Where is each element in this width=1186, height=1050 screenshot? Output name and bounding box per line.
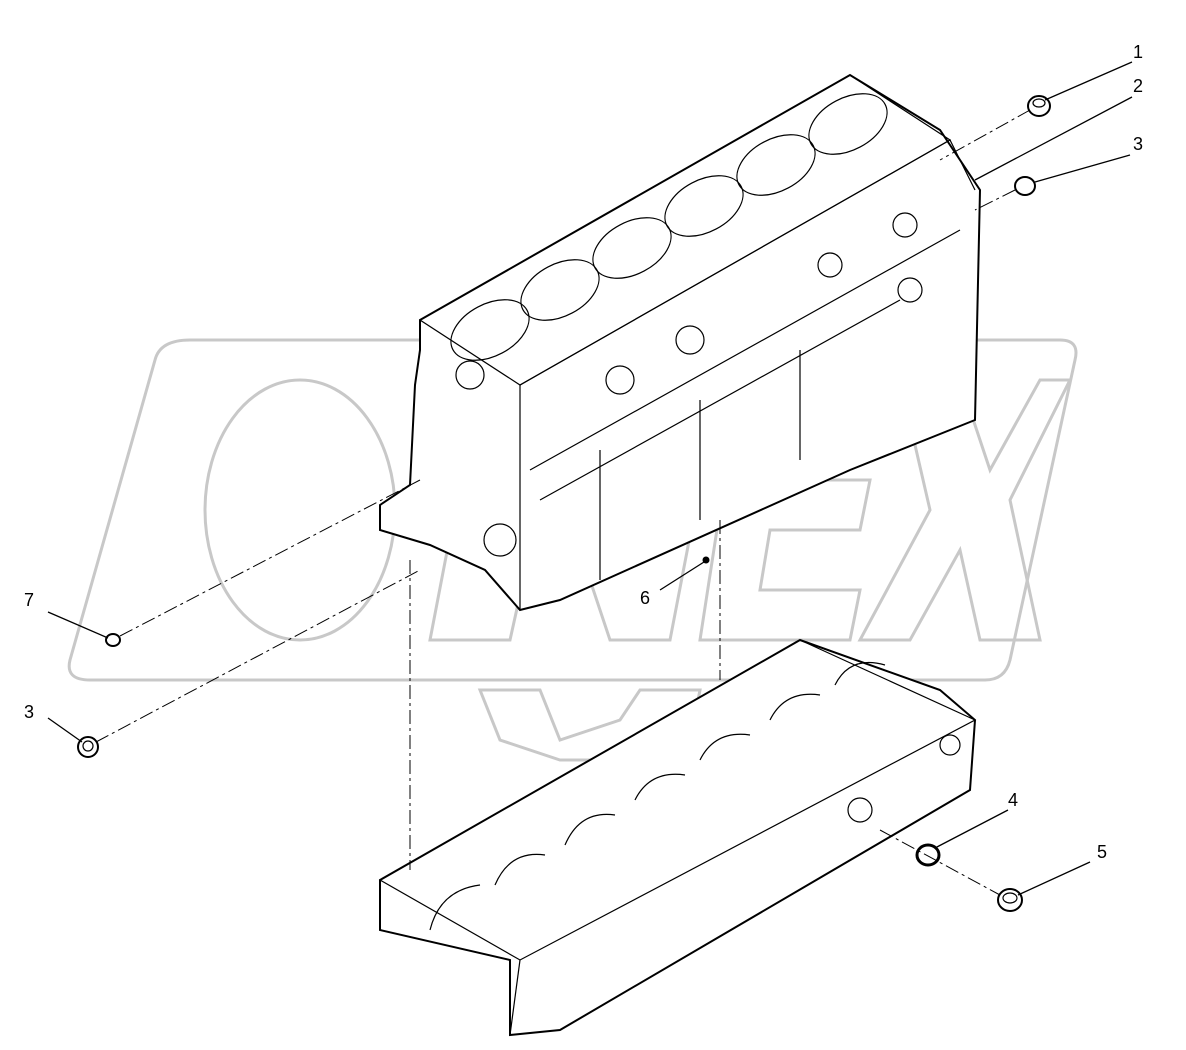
callout-6: 6	[640, 588, 650, 608]
leader-lines	[47, 61, 1133, 896]
callout-3-bottom: 3	[24, 702, 34, 722]
cylinder-block[interactable]	[379, 73, 982, 612]
callout-3-top: 3	[1133, 134, 1143, 154]
bedplate[interactable]	[378, 638, 977, 1037]
plug-part-5[interactable]	[997, 888, 1023, 912]
dowel-part-6[interactable]	[702, 556, 710, 564]
callout-2: 2	[1133, 76, 1143, 96]
seal-ring-part-4[interactable]	[915, 843, 941, 867]
callout-1: 1	[1133, 42, 1143, 62]
callout-4: 4	[1008, 790, 1018, 810]
callout-7: 7	[24, 590, 34, 610]
cylinder-bores	[450, 93, 888, 361]
plug-part-7[interactable]	[105, 633, 121, 647]
assembly-centerlines	[95, 109, 1031, 896]
plug-part-3-bottom[interactable]	[77, 736, 99, 758]
callout-5: 5	[1097, 842, 1107, 862]
main-bearing-saddles	[429, 661, 886, 931]
plug-part-1[interactable]	[1027, 95, 1051, 117]
plug-part-3-top[interactable]	[1014, 176, 1036, 196]
